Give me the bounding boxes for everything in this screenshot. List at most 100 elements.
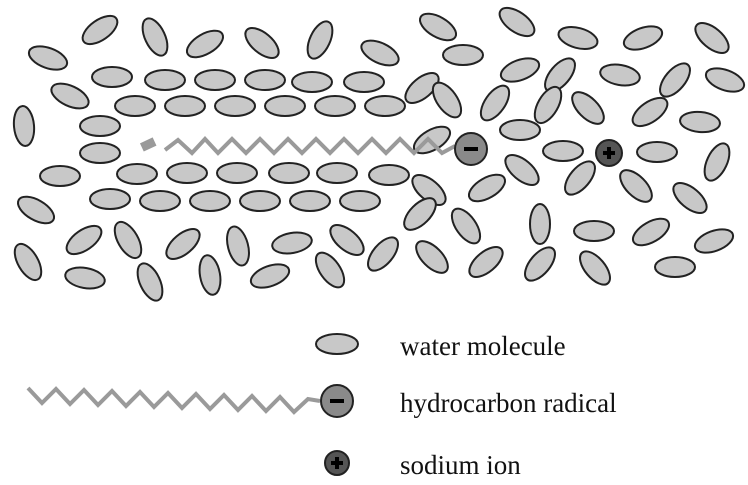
water-molecule [65, 224, 103, 256]
water-molecule [329, 224, 365, 256]
water-molecule [164, 95, 206, 117]
hydrocarbon-chain-icon [26, 386, 321, 415]
water-molecule [360, 39, 400, 67]
water-molecule [50, 82, 90, 110]
water-molecule [189, 190, 231, 212]
water-molecule [467, 173, 507, 203]
water-molecule [39, 165, 81, 187]
water-molecule [599, 63, 641, 87]
water-molecule [16, 195, 56, 225]
water-molecule [679, 110, 721, 134]
water-molecule [114, 95, 156, 117]
water-molecule [116, 163, 158, 185]
water-molecule [64, 266, 106, 290]
water-molecule [91, 66, 133, 88]
water-molecule [415, 240, 449, 274]
water-molecule [622, 25, 664, 51]
water-molecule [81, 14, 119, 46]
water-molecule [499, 57, 541, 83]
water-molecule [165, 228, 201, 260]
water-molecule [79, 142, 121, 164]
water-molecule [704, 67, 746, 93]
water-molecule [198, 254, 222, 296]
water-molecule [291, 71, 333, 93]
anion-head [454, 132, 488, 166]
legend-item-radical: hydrocarbon radical [26, 384, 617, 418]
water-molecule [244, 27, 280, 59]
water-molecule [564, 160, 596, 196]
water-molecule [557, 26, 599, 50]
water-molecule [499, 119, 541, 141]
plus-icon [603, 147, 615, 159]
water-molecule [693, 228, 735, 254]
water-molecule [703, 142, 731, 182]
legend-label-sodium: sodium ion [400, 450, 521, 480]
water-molecule [411, 174, 447, 206]
legend: water molecule hydrocarbon radical [26, 331, 617, 480]
water-molecule [314, 251, 346, 289]
water-molecule [27, 45, 69, 71]
water-molecule [13, 242, 43, 282]
water-molecule [239, 190, 281, 212]
water-molecule [244, 69, 286, 91]
plus-icon [331, 457, 343, 469]
water-molecule [694, 22, 730, 54]
water-molecule [631, 217, 671, 247]
water-molecule [12, 105, 36, 147]
water-molecule [431, 81, 463, 119]
water-molecule [368, 164, 410, 186]
water-molecule [542, 140, 584, 162]
water-molecule [194, 69, 236, 91]
hydrocarbon-chain [163, 136, 456, 156]
water-molecule [185, 29, 225, 59]
water-molecule [139, 190, 181, 212]
water-molecule [144, 69, 186, 91]
water-molecule [306, 20, 334, 60]
water-molecule [573, 220, 615, 242]
legend-item-sodium: sodium ion [324, 450, 521, 480]
water-molecule [533, 85, 563, 125]
anion-icon [320, 384, 354, 418]
legend-item-water: water molecule [315, 331, 566, 361]
water-molecule [659, 62, 691, 98]
water-molecule [479, 84, 511, 122]
water-molecule [468, 246, 504, 278]
water-molecule [316, 162, 358, 184]
water-molecule-icon [315, 333, 359, 355]
water-molecule [654, 256, 696, 278]
water-molecule [619, 169, 653, 203]
water-molecule [450, 207, 482, 245]
water-molecule [343, 71, 385, 93]
water-molecule [672, 182, 708, 214]
water-molecule [166, 162, 208, 184]
water-molecule [136, 262, 164, 302]
sodium-ion [595, 139, 623, 167]
water-molecule [289, 190, 331, 212]
water-molecule [404, 72, 440, 104]
water-molecule [367, 236, 399, 272]
water-molecule [314, 95, 356, 117]
water-molecule [579, 250, 611, 286]
water-molecule [636, 141, 678, 163]
water-molecule [403, 197, 437, 231]
minus-icon [464, 147, 478, 151]
water-molecule [631, 96, 669, 128]
water-molecule [498, 6, 536, 38]
water-molecule [216, 162, 258, 184]
water-molecule [79, 115, 121, 137]
legend-label-water: water molecule [400, 331, 566, 361]
water-molecule [141, 17, 169, 57]
water-molecule [113, 220, 143, 260]
water-molecule-field [12, 6, 746, 302]
water-molecule [249, 263, 291, 289]
water-molecule [264, 95, 306, 117]
water-molecule [524, 246, 556, 282]
water-molecule [418, 12, 458, 42]
minus-icon [330, 399, 344, 403]
water-molecule [339, 190, 381, 212]
water-molecule [89, 188, 131, 210]
chain-end-fragment [139, 137, 157, 152]
water-molecule [364, 95, 406, 117]
